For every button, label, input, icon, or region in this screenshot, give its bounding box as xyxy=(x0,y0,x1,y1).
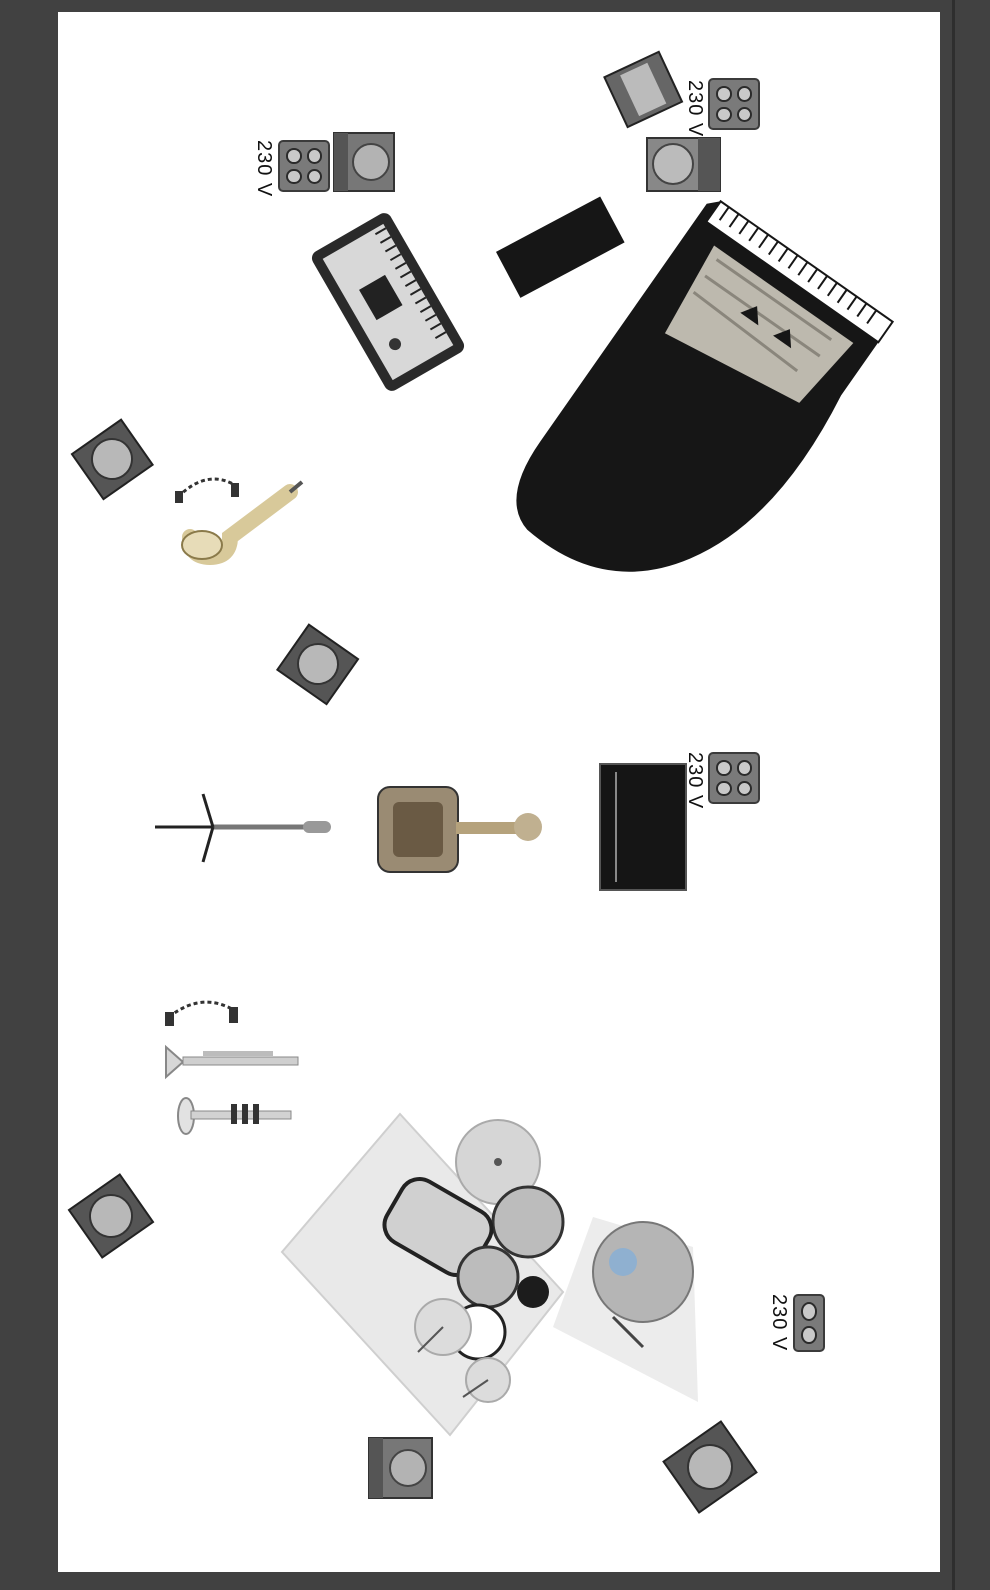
stage-area: 230 V 230 V xyxy=(58,12,940,1572)
trumpet-icon xyxy=(176,1094,296,1139)
piano-amp-icon xyxy=(598,42,688,137)
microphone-stand-icon xyxy=(153,792,338,872)
piano-bench-icon xyxy=(494,202,624,297)
monitor-speaker-icon xyxy=(663,1422,758,1512)
steel-pan-icon xyxy=(553,1217,713,1407)
drum-amp-icon xyxy=(368,1437,433,1499)
keyboard-amp-icon xyxy=(333,132,395,192)
power-outlet-icon xyxy=(278,140,330,192)
power-label: 230 V xyxy=(767,1294,790,1351)
power-label: 230 V xyxy=(252,140,275,197)
headset-microphone-icon xyxy=(173,467,243,507)
bass-amp-icon xyxy=(598,762,688,892)
keyboard-icon xyxy=(303,207,473,397)
power-outlet-icon xyxy=(708,752,760,804)
power-label: 230 V xyxy=(683,80,706,137)
trombone-icon xyxy=(163,1037,303,1087)
power-label: 230 V xyxy=(683,752,706,809)
power-outlet-icon xyxy=(793,1294,825,1352)
monitor-speaker-icon xyxy=(70,1172,152,1260)
monitor-speaker-icon xyxy=(72,417,152,502)
monitor-speaker-icon xyxy=(646,137,721,192)
bass-guitar-icon xyxy=(368,777,548,882)
monitor-speaker-icon xyxy=(278,622,358,707)
headset-microphone-icon xyxy=(163,992,243,1037)
frame-border xyxy=(952,0,955,1590)
power-outlet-icon xyxy=(708,78,760,130)
